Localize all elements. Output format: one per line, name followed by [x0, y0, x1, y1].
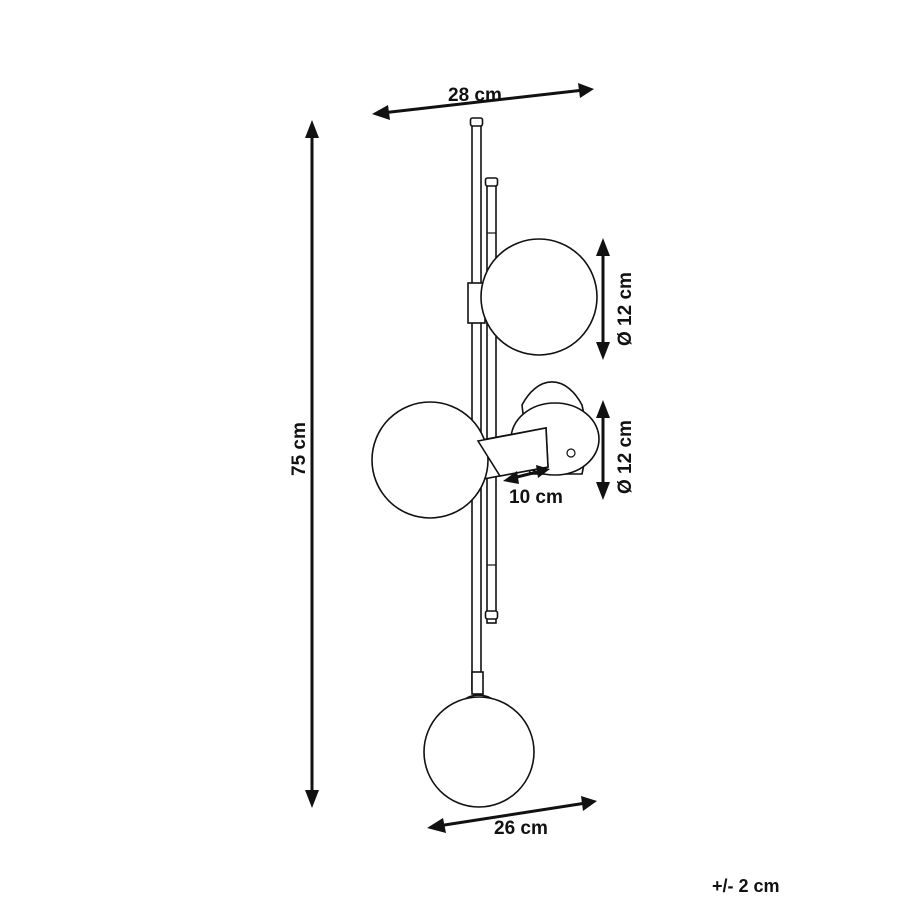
top-width-label: 28 cm	[448, 85, 502, 106]
main-rod	[467, 117, 486, 691]
dimension-height: 75 cm	[289, 120, 319, 808]
height-label: 75 cm	[289, 422, 310, 476]
globe-middle	[371, 401, 549, 519]
globe-diameter-label: Ø 12 cm	[615, 272, 636, 346]
dimension-bottom-width: 26 cm	[427, 796, 597, 839]
arm-depth-label: 10 cm	[509, 487, 563, 508]
globe-bottom	[423, 671, 535, 808]
rear-rod	[484, 177, 499, 624]
dimension-top-width: 28 cm	[372, 83, 594, 120]
dimension-arm-depth: 10 cm	[503, 465, 563, 508]
dimension-globe-diameter: Ø 12 cm	[596, 238, 636, 360]
wall-lamp-drawing	[371, 117, 600, 808]
globe-top	[480, 238, 598, 356]
tolerance-note: +/- 2 cm	[712, 876, 780, 896]
base-diameter-label: Ø 12 cm	[615, 420, 636, 494]
bottom-width-label: 26 cm	[494, 818, 548, 839]
dimension-base-diameter: Ø 12 cm	[596, 400, 636, 500]
